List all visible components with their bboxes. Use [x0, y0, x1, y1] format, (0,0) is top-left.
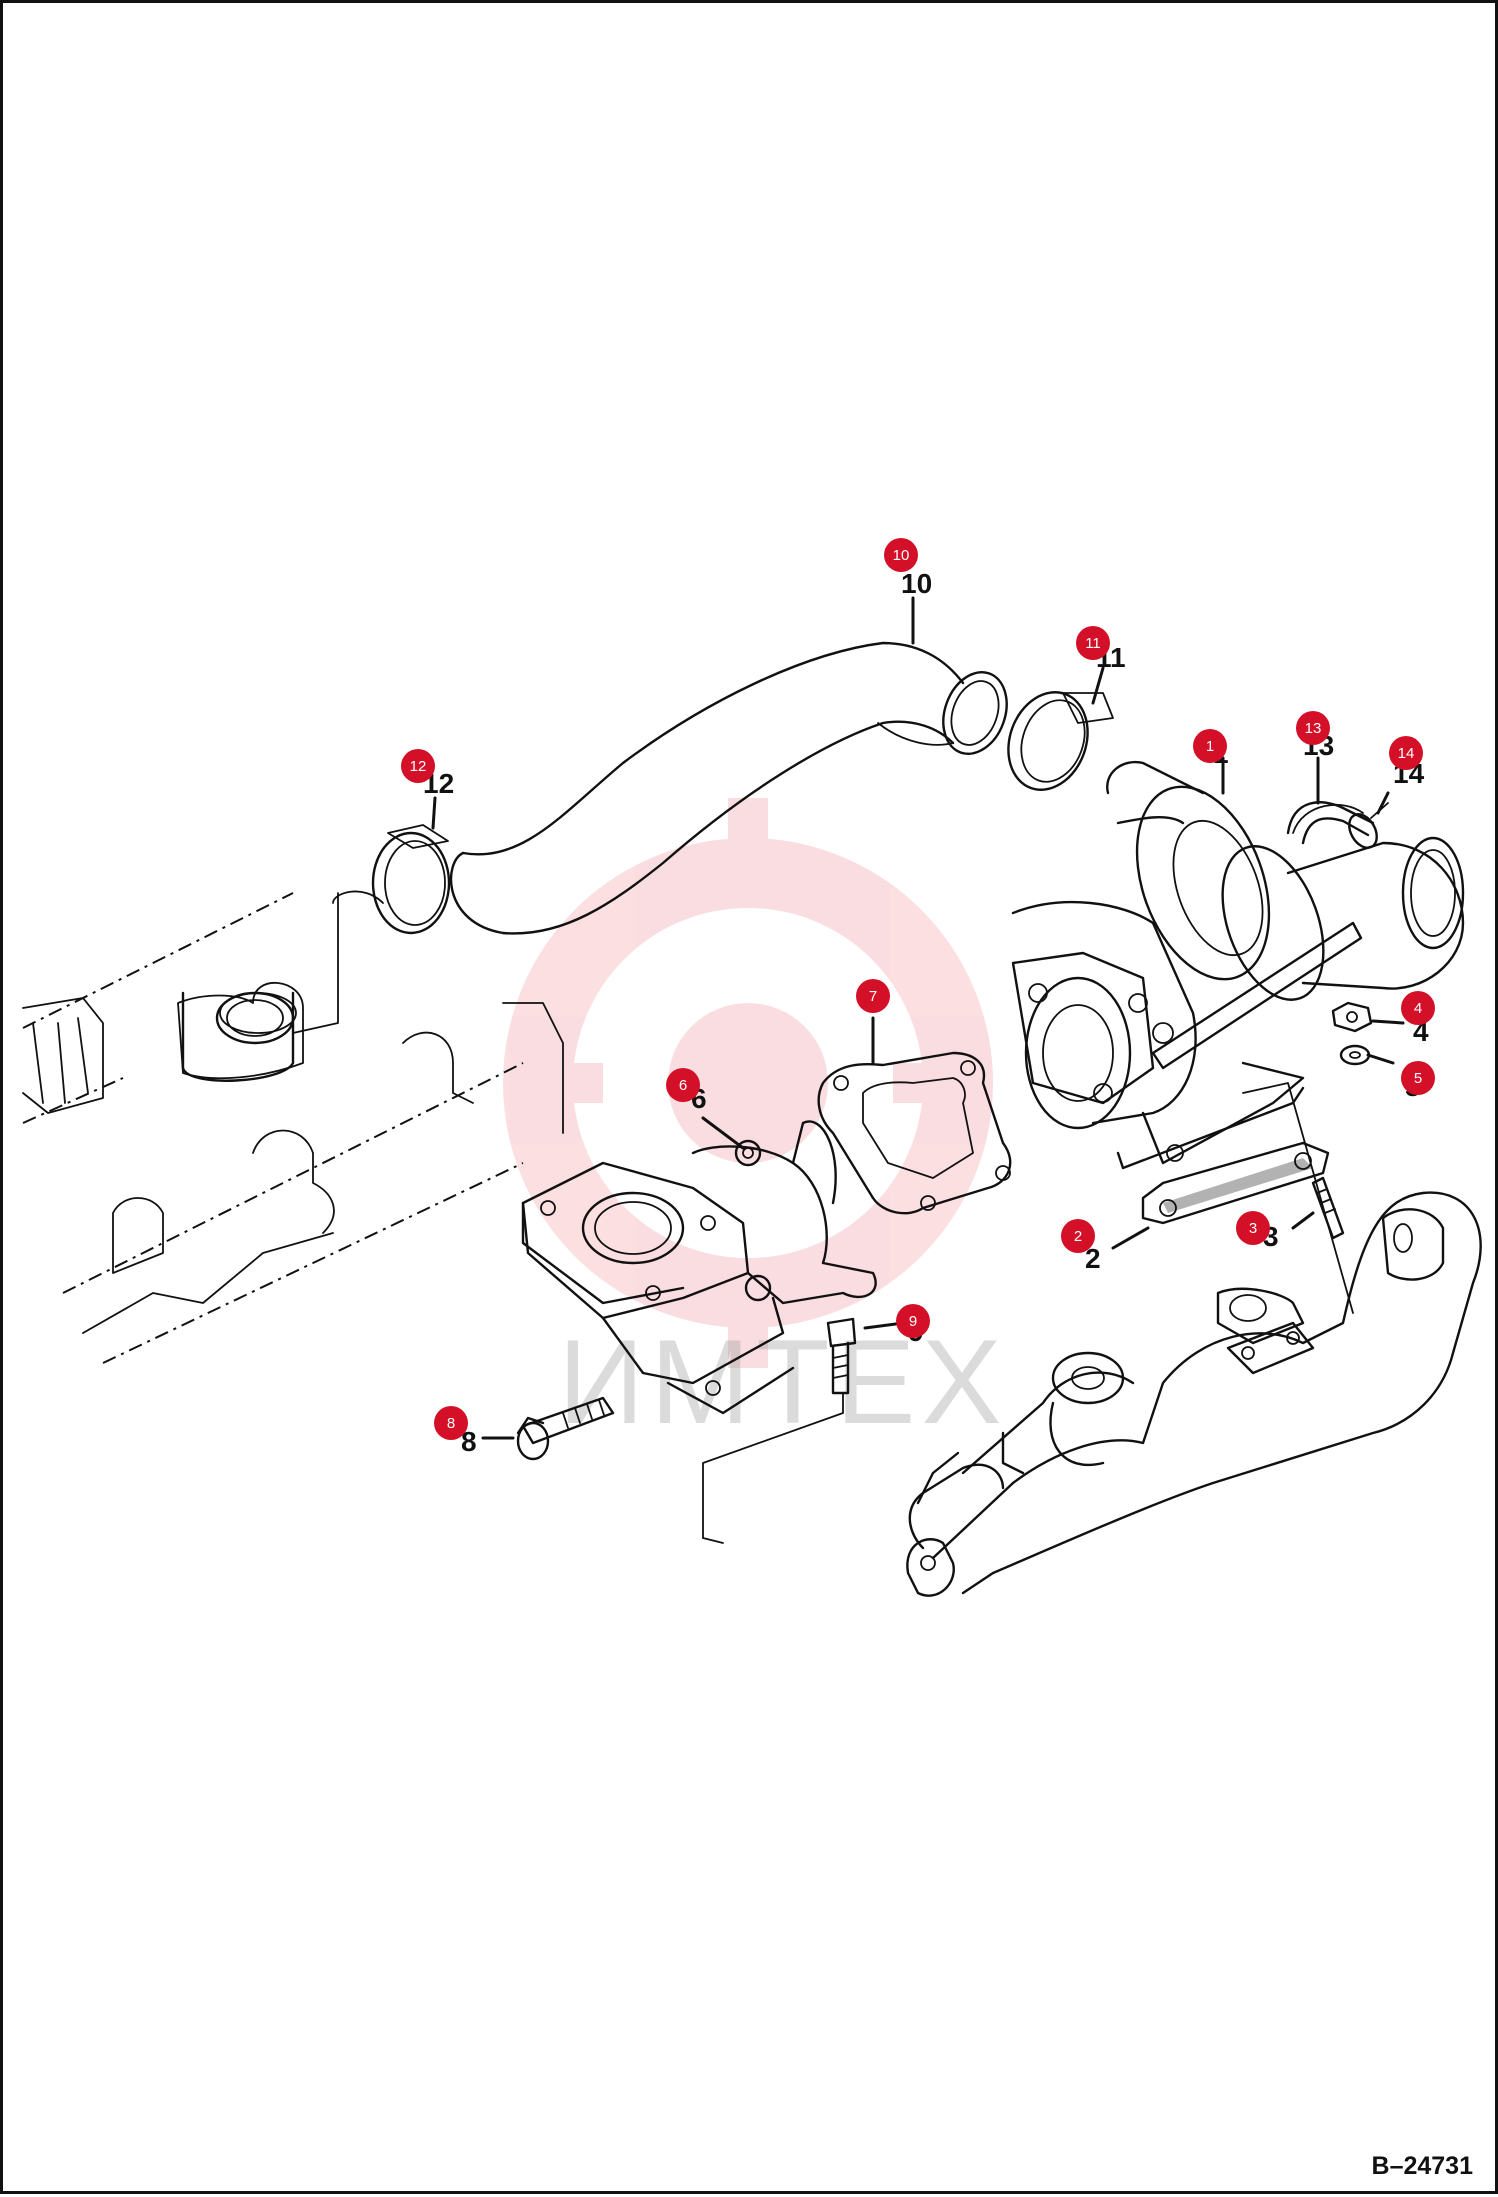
- part-number-2: 2: [1085, 1243, 1101, 1274]
- callout-6[interactable]: 6: [666, 1068, 700, 1102]
- svg-text:4: 4: [1414, 1000, 1422, 1017]
- elbow-gasket: [817, 1051, 1012, 1215]
- svg-text:11: 11: [1085, 635, 1101, 652]
- svg-text:12: 12: [410, 758, 427, 775]
- turbo-gasket: [1141, 1141, 1330, 1225]
- hose-clamp-upper: [1007, 691, 1114, 791]
- callout-10[interactable]: 10: [884, 538, 918, 572]
- engine-block-outline: [22, 890, 564, 1364]
- exhaust-manifold: [906, 1082, 1482, 1597]
- callout-3[interactable]: 3: [1236, 1211, 1270, 1245]
- svg-text:3: 3: [1249, 1220, 1257, 1237]
- callout-14[interactable]: 14: [1389, 736, 1423, 770]
- intake-hose: [449, 641, 1008, 935]
- svg-text:14: 14: [1398, 745, 1415, 762]
- washer: [1339, 1044, 1371, 1066]
- svg-text:8: 8: [447, 1415, 455, 1432]
- part-number-8: 8: [461, 1426, 477, 1457]
- callout-13[interactable]: 13: [1296, 711, 1330, 745]
- callout-2[interactable]: 2: [1061, 1219, 1095, 1253]
- turbocharger-exploded-diagram: ИМТЕХ: [22, 538, 1482, 1597]
- callout-5[interactable]: 5: [1401, 1061, 1435, 1095]
- bracket: [702, 1392, 844, 1544]
- callout-7[interactable]: 7: [856, 979, 890, 1013]
- callout-1[interactable]: 1: [1193, 729, 1227, 763]
- hose-clamp-left: [371, 824, 451, 935]
- callout-12[interactable]: 12: [401, 749, 435, 783]
- oil-pipe: [1286, 801, 1375, 845]
- svg-text:5: 5: [1414, 1070, 1422, 1087]
- long-bolt: [516, 1396, 615, 1461]
- svg-text:1: 1: [1206, 738, 1214, 755]
- watermark-text: ИМТЕХ: [558, 1315, 1008, 1449]
- callout-9[interactable]: 9: [896, 1304, 930, 1338]
- svg-text:9: 9: [909, 1313, 917, 1330]
- short-bolt: [826, 1317, 857, 1395]
- svg-text:13: 13: [1305, 720, 1322, 737]
- svg-text:6: 6: [679, 1077, 687, 1094]
- pipe-stub: [181, 892, 339, 1082]
- callout-markers: 1 2 3 4 5 6 7 8: [401, 538, 1435, 1440]
- callout-4[interactable]: 4: [1401, 991, 1435, 1025]
- callout-8[interactable]: 8: [434, 1406, 468, 1440]
- nut: [1331, 1001, 1373, 1033]
- turbocharger: [1011, 760, 1465, 1170]
- svg-text:10: 10: [893, 547, 910, 564]
- part-number-10: 10: [901, 568, 932, 599]
- drawing-reference-number: B–24731: [1371, 2152, 1473, 2180]
- svg-text:7: 7: [869, 988, 877, 1005]
- svg-text:2: 2: [1074, 1228, 1082, 1245]
- callout-11[interactable]: 11: [1076, 626, 1110, 660]
